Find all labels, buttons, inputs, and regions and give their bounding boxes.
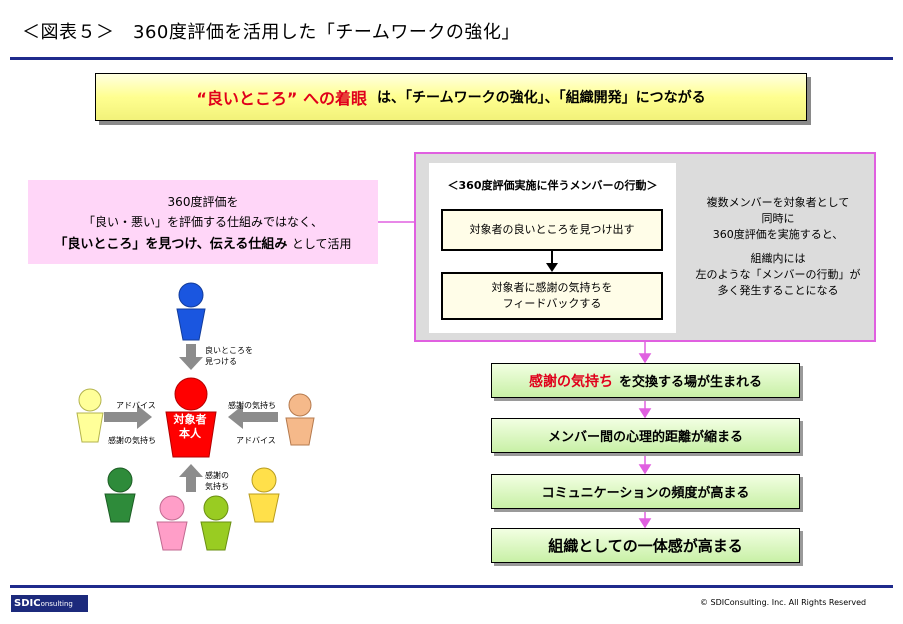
- person-left: [76, 388, 104, 443]
- bottom-arrow-label-line-2: 気持ち: [205, 482, 229, 491]
- person-center-head: [174, 377, 208, 411]
- concept-line-3-bold: 「良いところ」を見つけ、伝える仕組み: [54, 236, 288, 252]
- outcome-1-highlight: 感謝の気持ち: [528, 373, 613, 390]
- header-divider: [10, 57, 893, 60]
- flow-arrow-2: [638, 408, 652, 419]
- right-label-advice: アドバイス: [236, 436, 276, 445]
- flow-arrow-1: [638, 353, 652, 364]
- person-right-head: [288, 393, 312, 417]
- center-label-line-2: 本人: [179, 427, 201, 440]
- action-2-line-2: フィードバックする: [502, 297, 602, 310]
- action-1-text: 対象者の良いところを見つけ出す: [469, 222, 635, 236]
- outcome-box-distance: メンバー間の心理的距離が縮まる: [491, 418, 800, 453]
- logo-main: SDIC: [14, 598, 41, 609]
- center-person-label: 対象者 本人: [167, 413, 213, 441]
- flow-arrow-3: [638, 464, 652, 475]
- person-bottom-4-head: [251, 467, 277, 493]
- person-right: [285, 393, 315, 446]
- person-bottom-1-head: [107, 467, 133, 493]
- outcome-box-communication: コミュニケーションの頻度が高まる: [491, 474, 800, 509]
- person-top: [176, 282, 206, 341]
- action-arrow: [546, 251, 558, 272]
- key-message-banner: “良いところ” への着眼 は、「チームワークの強化」、「組織開発」につながる: [95, 73, 807, 121]
- person-top-body: [176, 308, 206, 341]
- person-top-head: [178, 282, 204, 308]
- person-right-body: [285, 417, 315, 446]
- person-center: [165, 377, 217, 458]
- concept-line-2: 「良い・悪い」を評価する仕組みではなく、: [82, 214, 323, 229]
- arrow-right-to-center: [228, 405, 278, 429]
- banner-highlight: “良いところ” への着眼: [196, 89, 367, 108]
- concept-line-3: 「良いところ」を見つけ、伝える仕組み として活用: [54, 233, 351, 252]
- note-line: 360度評価を実施すると、: [712, 228, 844, 241]
- concept-line-1: 360度評価を: [167, 194, 239, 209]
- person-bottom-3: [200, 495, 232, 551]
- banner-text: は、「チームワークの強化」、「組織開発」につながる: [377, 90, 706, 106]
- person-bottom-1: [104, 467, 136, 523]
- person-left-head: [78, 388, 102, 412]
- person-center-body: [165, 411, 217, 458]
- people-diagram: [76, 282, 315, 551]
- person-bottom-4-body: [248, 493, 280, 523]
- logo-sub: onsulting: [40, 599, 73, 608]
- note-line: 左のような「メンバーの行動」が: [695, 268, 861, 281]
- top-arrow-label-line-2: 見つける: [205, 357, 237, 366]
- flow-arrow-4: [638, 518, 652, 529]
- outcome-box-gratitude: 感謝の気持ち を交換する場が生まれる: [491, 363, 800, 398]
- arrow-bottom-up: [179, 464, 203, 492]
- behavior-title: ＜360度評価実施に伴うメンバーの行動＞: [447, 179, 658, 192]
- outcome-1-text: を交換する場が生まれる: [618, 375, 762, 390]
- concept-line-3-tail: として活用: [291, 236, 352, 251]
- note-line: 同時に: [761, 212, 795, 225]
- left-label-advice: アドバイス: [116, 401, 156, 410]
- arrow-top-down: [179, 344, 203, 370]
- page-title: ＜図表５＞ 360度評価を活用した「チームワークの強化」: [22, 22, 520, 43]
- right-label-gratitude: 感謝の気持ち: [228, 401, 276, 410]
- footer-divider: [10, 585, 893, 588]
- copyright-text: © SDIConsulting. Inc. All Rights Reserve…: [700, 598, 867, 607]
- center-label-line-1: 対象者: [173, 413, 207, 426]
- person-bottom-3-body: [200, 521, 232, 551]
- person-left-body: [76, 412, 104, 443]
- person-bottom-4: [248, 467, 280, 523]
- person-bottom-3-head: [203, 495, 229, 521]
- arrow-left-to-center: [104, 405, 152, 429]
- bottom-arrow-label-line-1: 感謝の: [205, 471, 229, 480]
- top-arrow-label-line-1: 良いところを: [205, 346, 253, 355]
- action-box-feedback: 対象者に感謝の気持ちを フィードバックする: [441, 272, 663, 320]
- person-bottom-1-body: [104, 493, 136, 523]
- note-line: 多く発生することになる: [717, 284, 839, 297]
- note-line: 組織内には: [750, 252, 806, 265]
- left-label-gratitude: 感謝の気持ち: [108, 436, 156, 445]
- behavior-note: 複数メンバーを対象者として 同時に 360度評価を実施すると、 組織内には 左の…: [688, 195, 868, 299]
- person-bottom-2-body: [156, 521, 188, 551]
- note-line: 複数メンバーを対象者として: [706, 196, 850, 209]
- action-arrow-head: [546, 263, 558, 272]
- person-bottom-2: [156, 495, 188, 551]
- outcome-box-unity: 組織としての一体感が高まる: [491, 528, 800, 563]
- concept-panel: 360度評価を 「良い・悪い」を評価する仕組みではなく、 「良いところ」を見つけ…: [28, 180, 378, 264]
- top-arrow-label: 良いところを 見つける: [205, 345, 253, 367]
- action-box-find-strengths: 対象者の良いところを見つけ出す: [441, 209, 663, 251]
- person-bottom-2-head: [159, 495, 185, 521]
- action-2-line-1: 対象者に感謝の気持ちを: [491, 280, 613, 294]
- bottom-arrow-label: 感謝の 気持ち: [205, 470, 229, 492]
